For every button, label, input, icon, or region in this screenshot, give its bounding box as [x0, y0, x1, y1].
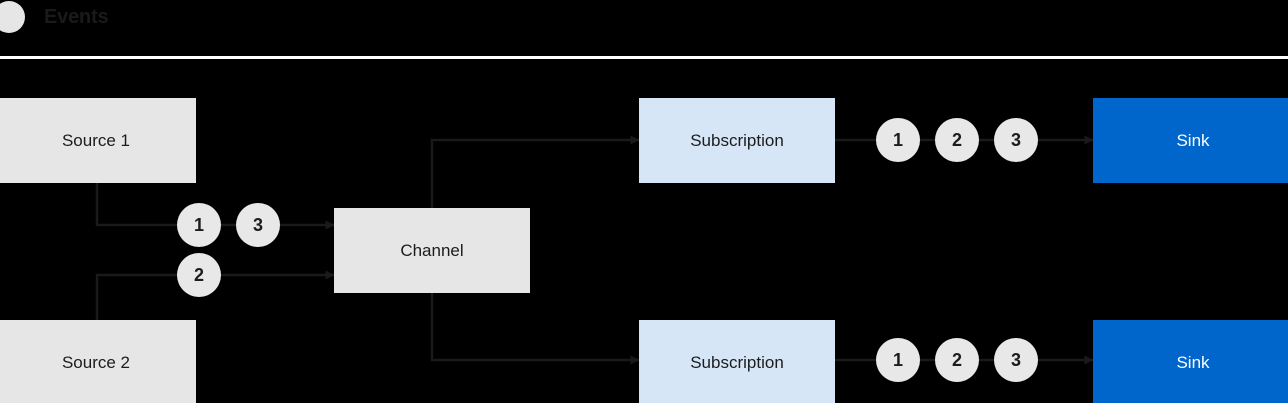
node-subscription-2[interactable]: Subscription: [639, 320, 835, 403]
header-divider: [0, 56, 1288, 59]
edge-source2-channel: [95, 270, 335, 320]
event-token: 3: [236, 203, 280, 247]
event-token: 1: [177, 203, 221, 247]
event-token: 3: [994, 338, 1038, 382]
event-token: 2: [177, 253, 221, 297]
node-label: Source 2: [61, 352, 131, 372]
node-source-2[interactable]: Source 2: [0, 320, 196, 403]
node-label: Sink: [1176, 352, 1210, 372]
edge-channel-subscription2: [430, 293, 640, 365]
node-subscription-1[interactable]: Subscription: [639, 98, 835, 183]
event-token: 1: [876, 338, 920, 382]
node-label: Subscription: [690, 352, 784, 372]
event-token: 2: [935, 118, 979, 162]
event-token: 1: [876, 118, 920, 162]
node-sink-1[interactable]: Sink: [1093, 98, 1288, 183]
event-token: 2: [935, 338, 979, 382]
edge-channel-subscription1: [430, 135, 640, 208]
node-source-1[interactable]: Source 1: [0, 98, 196, 183]
node-label: Source 1: [61, 130, 131, 150]
page-title: Events: [44, 6, 109, 28]
node-label: Channel: [400, 240, 464, 260]
node-sink-2[interactable]: Sink: [1093, 320, 1288, 403]
node-label: Sink: [1176, 130, 1210, 150]
node-channel[interactable]: Channel: [334, 208, 530, 293]
gray-circle-icon: [0, 1, 25, 33]
node-label: Subscription: [690, 130, 784, 150]
event-token: 3: [994, 118, 1038, 162]
